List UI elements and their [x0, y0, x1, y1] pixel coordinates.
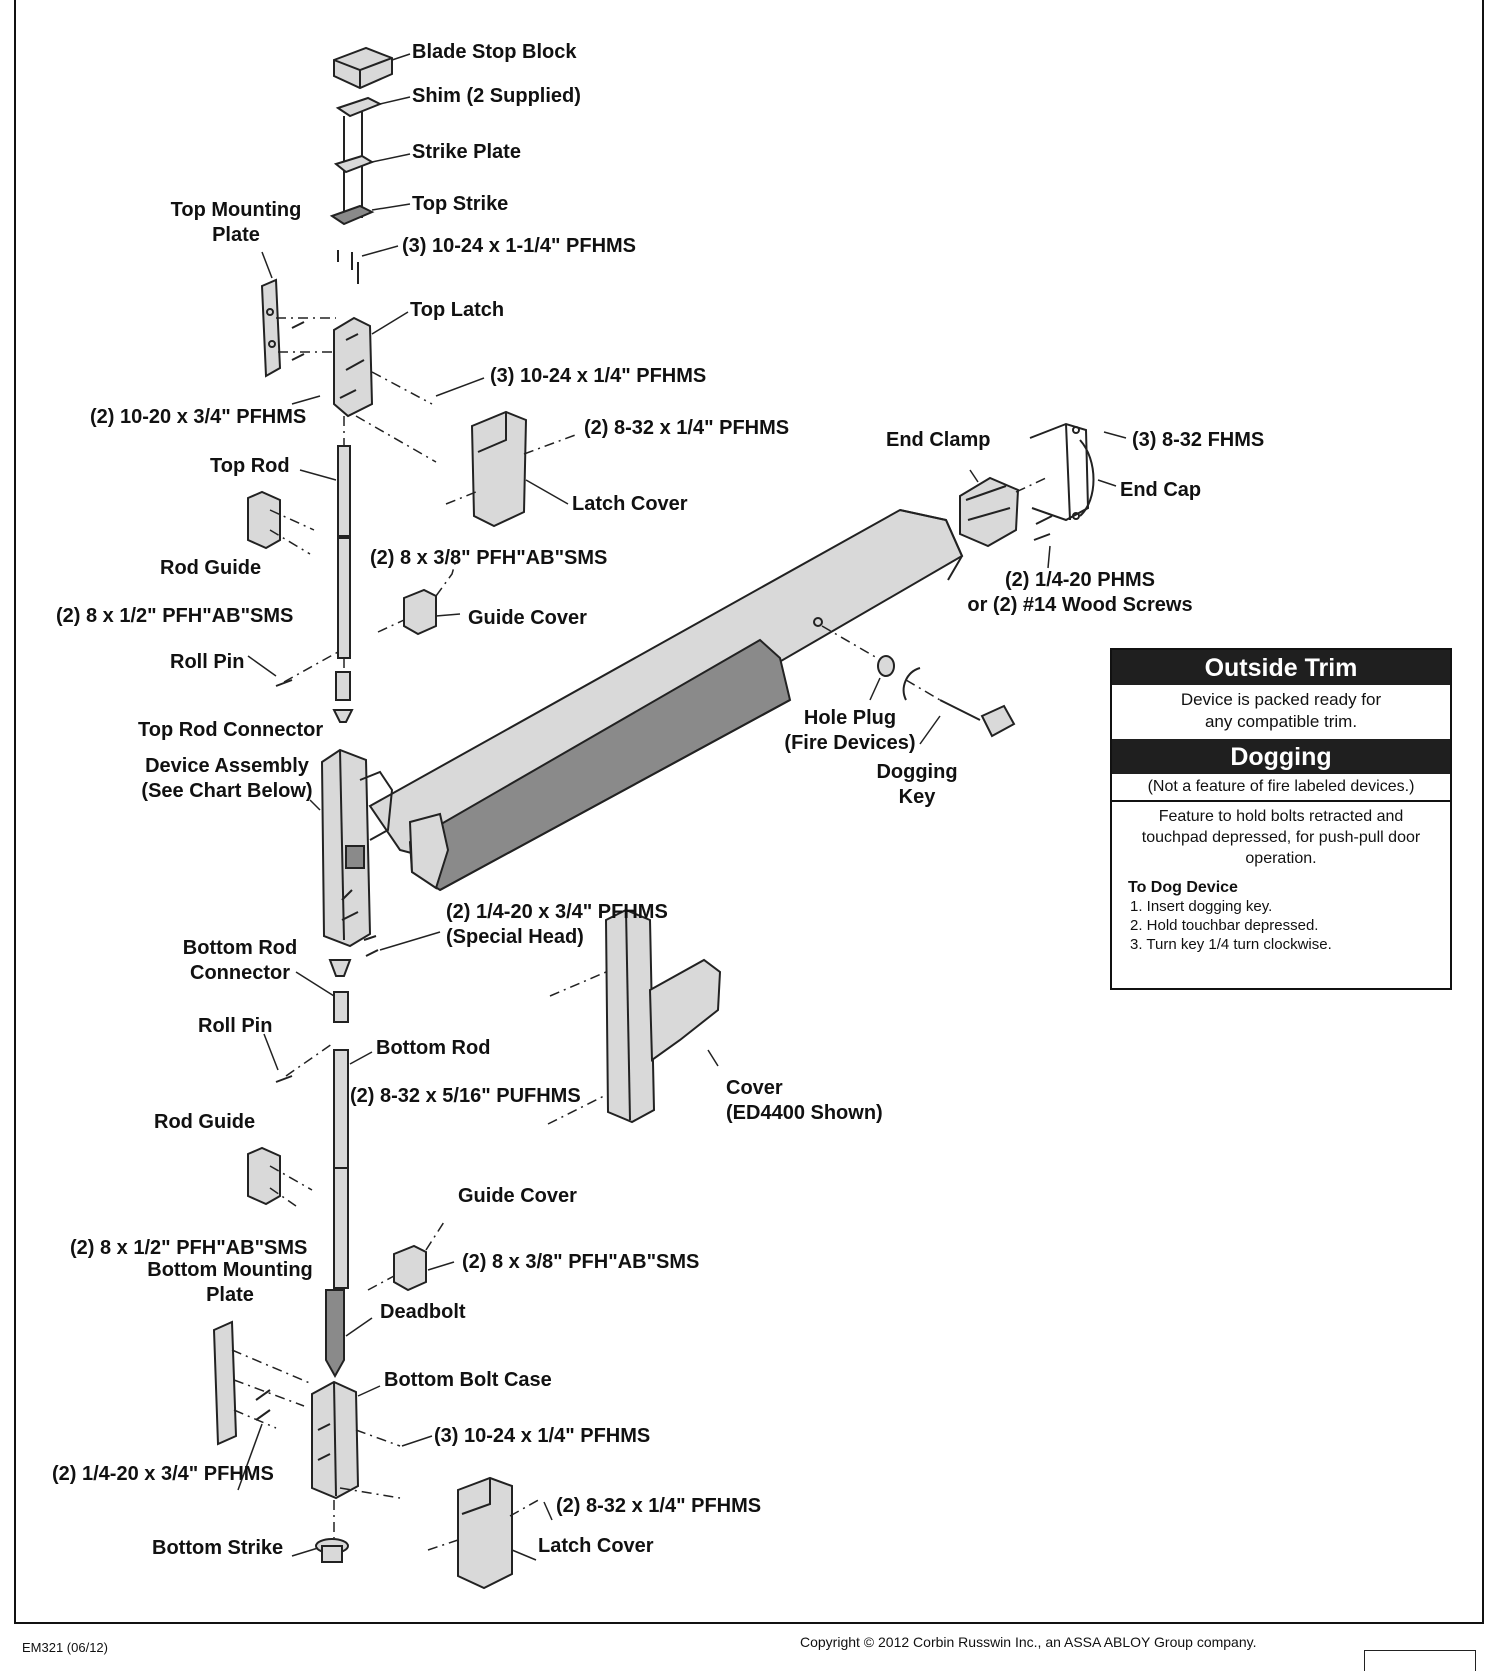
label-bottom-bolt-case: Bottom Bolt Case — [384, 1369, 552, 1391]
end-cap-part — [1029, 422, 1127, 522]
label-cover: Cover (ED4400 Shown) — [726, 1077, 883, 1124]
step-item: 1. Insert dogging key. — [1130, 898, 1273, 915]
device-assembly-part — [309, 748, 394, 948]
label-latch-cover-top: Latch Cover — [572, 493, 688, 515]
bottom-mounting-plate-part — [212, 1320, 313, 1446]
label-screws-10-24-1-1-4: (3) 10-24 x 1-1/4" PFHMS — [402, 235, 637, 257]
step-item: 3. Turn key 1/4 turn clockwise. — [1130, 936, 1332, 953]
guide-cover-bottom-part — [367, 1221, 455, 1292]
label-screws-8-1-2-bottom: (2) 8 x 1/2" PFH"AB"SMS — [70, 1237, 308, 1259]
dogging-subtitle: (Not a feature of fire labeled devices.) — [1112, 774, 1450, 802]
trim-info-box: Outside Trim Device is packed ready for … — [1110, 648, 1452, 990]
dogging-text: Feature to hold bolts retracted and touc… — [1141, 808, 1421, 867]
rod-guide-bottom-part — [247, 1146, 313, 1207]
strike-plate-part — [333, 153, 411, 174]
label-rod-guide-top: Rod Guide — [160, 557, 262, 579]
bottom-bolt-case-part — [311, 1380, 433, 1500]
label-screws-10-20-3-4: (2) 10-20 x 3/4" PFHMS — [90, 406, 307, 428]
label-bottom-rod: Bottom Rod — [376, 1037, 491, 1059]
label-blade-stop-block: Blade Stop Block — [412, 41, 577, 63]
end-clamp-part — [959, 469, 1047, 548]
label-dogging-key: Dogging Key — [876, 761, 958, 808]
label-screws-8-3-8-bottom: (2) 8 x 3/8" PFH"AB"SMS — [462, 1251, 700, 1273]
rod-guide-top-part — [247, 490, 315, 555]
top-latch-part — [333, 311, 485, 463]
latch-cover-bottom-part — [427, 1476, 553, 1590]
label-screws-8-32-5-16: (2) 8-32 x 5/16" PUFHMS — [350, 1085, 581, 1107]
label-top-mounting-plate: Top Mounting Plate — [170, 199, 302, 246]
label-screws-10-24-1-4-top: (3) 10-24 x 1/4" PFHMS — [490, 365, 707, 387]
dogging-key-part — [905, 679, 1016, 745]
label-screws-8-3-8-top: (2) 8 x 3/8" PFH"AB"SMS — [370, 547, 608, 569]
latch-cover-top-part — [445, 410, 579, 528]
label-deadbolt: Deadbolt — [380, 1301, 466, 1323]
bottom-rod-connector-part — [295, 959, 352, 1023]
label-screws-8-32-1-4-bottom: (2) 8-32 x 1/4" PFHMS — [556, 1495, 762, 1517]
label-shim: Shim (2 Supplied) — [412, 85, 581, 107]
label-screws-8-1-2-top: (2) 8 x 1/2" PFH"AB"SMS — [56, 605, 294, 627]
label-screws-1-4-20-bottom: (2) 1/4-20 x 3/4" PFHMS — [52, 1463, 274, 1485]
label-top-strike: Top Strike — [412, 193, 509, 215]
step-item: 2. Hold touchbar depressed. — [1130, 917, 1319, 934]
label-latch-cover-bottom: Latch Cover — [538, 1535, 654, 1557]
blade-stop-block-part — [333, 46, 411, 90]
label-top-latch: Top Latch — [410, 299, 505, 321]
bottom-rod-part — [333, 1049, 373, 1289]
top-rod-part — [299, 416, 351, 672]
label-bottom-rod-connector: Bottom Rod Connector — [182, 937, 298, 984]
dogging-title: Dogging — [1112, 739, 1450, 774]
top-strike-part — [329, 203, 411, 226]
outside-trim-text: Device is packed ready for any compatibl… — [1180, 690, 1382, 731]
guide-cover-top-part — [377, 559, 461, 636]
hole-plug-part — [813, 617, 921, 701]
label-screws-8-32-1-4-top: (2) 8-32 x 1/4" PFHMS — [584, 417, 790, 439]
label-roll-pin-bottom: Roll Pin — [198, 1015, 273, 1037]
label-top-rod: Top Rod — [210, 455, 290, 477]
label-end-cap: End Cap — [1120, 479, 1202, 501]
cover-ed4400-part — [547, 908, 722, 1125]
label-roll-pin-top: Roll Pin — [170, 651, 245, 673]
label-screws-1-4-20-special: (2) 1/4-20 x 3/4" PFHMS (Special Head) — [446, 901, 668, 948]
label-screws-10-24-1-4-bottom: (3) 10-24 x 1/4" PFHMS — [434, 1425, 651, 1447]
outside-trim-title: Outside Trim — [1112, 650, 1450, 685]
page-border — [14, 0, 1484, 1624]
label-guide-cover-bottom: Guide Cover — [458, 1185, 577, 1207]
label-screws-8-32-fhms: (3) 8-32 FHMS — [1132, 429, 1265, 451]
steps-title: To Dog Device — [1128, 879, 1238, 896]
shim-part — [335, 96, 411, 118]
label-phms-wood: (2) 1/4-20 PHMS or (2) #14 Wood Screws — [967, 569, 1193, 616]
label-rod-guide-bottom: Rod Guide — [154, 1111, 256, 1133]
document-id: EM321 (06/12) — [22, 1640, 108, 1655]
device-rail-part — [368, 508, 964, 892]
label-bottom-strike: Bottom Strike — [152, 1537, 284, 1559]
label-end-clamp: End Clamp — [886, 429, 991, 451]
label-hole-plug: Hole Plug (Fire Devices) — [784, 707, 916, 754]
label-top-rod-connector: Top Rod Connector — [138, 719, 324, 741]
top-mounting-plate-part — [260, 251, 336, 378]
label-guide-cover-top: Guide Cover — [468, 607, 587, 629]
page-tab — [1364, 1650, 1476, 1671]
label-device-assembly: Device Assembly (See Chart Below) — [141, 755, 313, 802]
top-rod-connector-part — [332, 671, 354, 723]
label-bottom-mounting-plate: Bottom Mounting Plate — [147, 1259, 313, 1306]
bottom-strike-part — [291, 1500, 349, 1563]
label-strike-plate: Strike Plate — [412, 141, 521, 163]
deadbolt-part — [325, 1289, 373, 1379]
copyright-notice: Copyright © 2012 Corbin Russwin Inc., an… — [800, 1634, 1257, 1650]
